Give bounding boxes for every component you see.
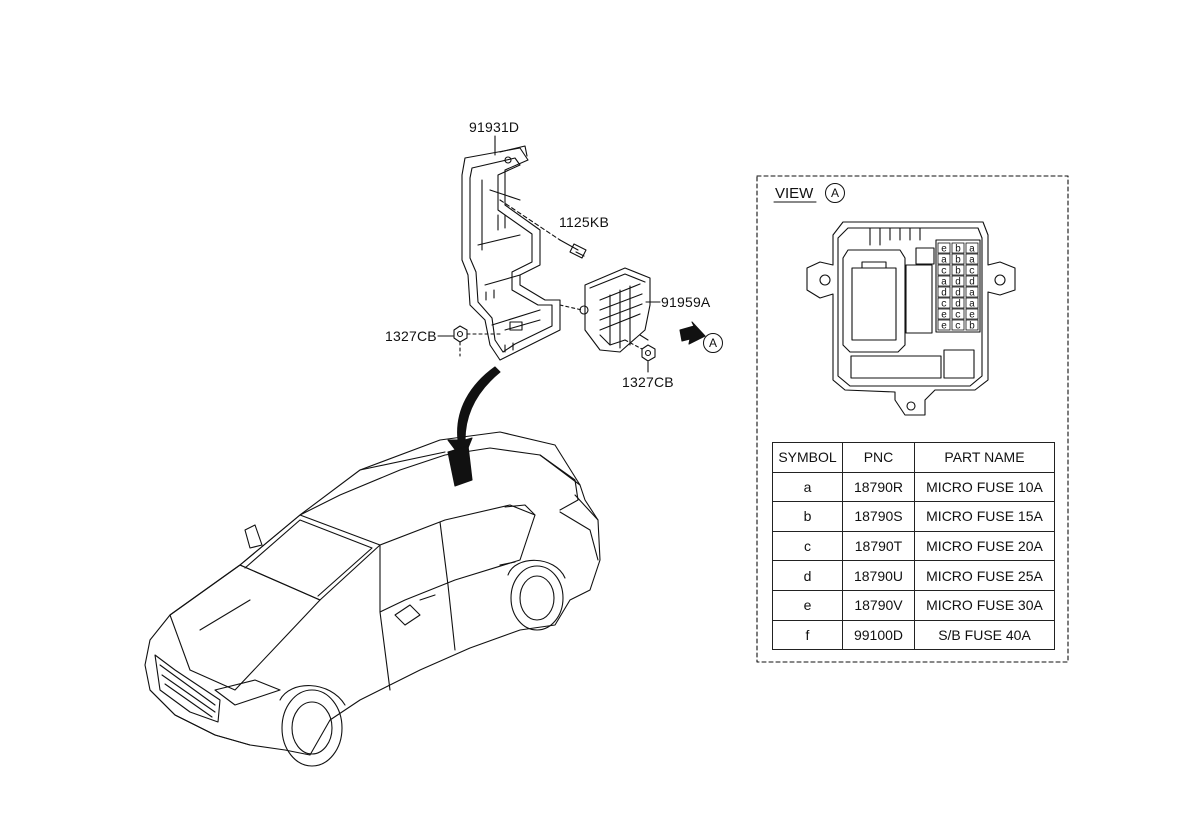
- table-header-row: SYMBOL PNC PART NAME: [772, 442, 1055, 473]
- fuse-letter: d: [955, 288, 961, 300]
- fuse-slot: [937, 297, 951, 309]
- car-illustration: [144, 431, 601, 767]
- callout-nut-right: 1327CB: [622, 374, 674, 390]
- fuse-letter: b: [955, 255, 961, 267]
- fuse-slot: [937, 308, 951, 320]
- fuse-slot: [937, 275, 951, 287]
- fuse-slot: [937, 319, 951, 331]
- cell-part-name: S/B FUSE 40A: [914, 619, 1055, 651]
- fuse-letter: e: [941, 322, 947, 333]
- fuse-letter: a: [969, 256, 975, 267]
- fuse-slot: [937, 286, 951, 298]
- junction-box-front-view: [806, 221, 1016, 416]
- view-title: VIEW: [775, 185, 813, 202]
- cell-part-name: MICRO FUSE 30A: [914, 589, 1055, 621]
- view-box: [756, 175, 1069, 663]
- cell-symbol: f: [772, 619, 843, 651]
- header-pnc: PNC: [842, 442, 915, 473]
- view-ref-circle: A: [825, 183, 845, 203]
- table-row: c 18790T MICRO FUSE 20A: [772, 530, 1055, 562]
- fuse-slot: [951, 264, 965, 276]
- fuse-letter: c: [955, 322, 961, 333]
- fuse-letter: a: [941, 256, 947, 267]
- fuse-slot: [951, 308, 965, 320]
- arrow-ref-circle: A: [703, 333, 723, 353]
- fuse-slot: [965, 297, 979, 309]
- fuse-letter: d: [955, 299, 961, 311]
- header-symbol: SYMBOL: [772, 442, 843, 473]
- fuse-letter: c: [941, 300, 947, 311]
- callout-bracket: 91931D: [469, 119, 520, 135]
- fuse-slot: [965, 275, 979, 287]
- cell-symbol: b: [772, 501, 843, 532]
- callout-bolt: 1125KB: [559, 214, 609, 230]
- view-label: VIEW: [775, 185, 814, 202]
- fuse-letter: e: [969, 311, 975, 322]
- fuse-slot: [965, 308, 979, 320]
- fuse-letter: b: [955, 266, 961, 278]
- view-arrow: [679, 321, 706, 345]
- junction-box: [559, 267, 651, 353]
- fuse-letter: c: [955, 311, 961, 322]
- cell-pnc: 18790V: [842, 589, 915, 621]
- fuse-slot: [937, 264, 951, 276]
- fuse-slot: [951, 275, 965, 287]
- fuse-letter: a: [969, 300, 975, 311]
- fuse-slot: [937, 253, 951, 265]
- fuse-slot: [951, 319, 965, 331]
- fuse-slot: [965, 319, 979, 331]
- fuse-slot: [951, 242, 965, 254]
- cell-symbol: d: [772, 560, 843, 591]
- mounting-bracket: [461, 145, 561, 361]
- fuse-letter: d: [941, 288, 947, 300]
- fuse-slot: [951, 286, 965, 298]
- cell-symbol: a: [772, 471, 843, 503]
- callout-junction-box: 91959A: [661, 294, 711, 310]
- fuse-letter: b: [955, 244, 961, 256]
- cell-part-name: MICRO FUSE 10A: [914, 471, 1055, 503]
- table-row: d 18790U MICRO FUSE 25A: [772, 560, 1055, 591]
- fuse-slot: [937, 242, 951, 254]
- fuse-letter: a: [969, 289, 975, 300]
- fuse-slot: [965, 286, 979, 298]
- location-arrow: [447, 366, 501, 461]
- fuse-letter: a: [969, 245, 975, 256]
- table-row: e 18790V MICRO FUSE 30A: [772, 589, 1055, 621]
- bolt-1125kb: [499, 199, 587, 259]
- fuse-table: SYMBOL PNC PART NAME a 18790R MICRO FUSE…: [772, 442, 1055, 651]
- fuse-slot: [951, 253, 965, 265]
- cell-symbol: e: [772, 589, 843, 621]
- header-part-name: PART NAME: [914, 442, 1055, 473]
- nut-left-1327cb: [453, 325, 501, 357]
- callout-nut-left: 1327CB: [385, 328, 437, 344]
- fuse-letter: d: [955, 277, 961, 289]
- cell-pnc: 99100D: [842, 619, 915, 651]
- cell-part-name: MICRO FUSE 15A: [914, 501, 1055, 532]
- cell-pnc: 18790T: [842, 530, 915, 562]
- fuse-letter: c: [941, 267, 947, 278]
- fuse-slot: [965, 264, 979, 276]
- fuse-letter: d: [969, 277, 975, 289]
- fuse-slot: [951, 297, 965, 309]
- fuse-letter: c: [969, 267, 975, 278]
- cell-symbol: c: [772, 530, 843, 562]
- fuse-letter: a: [941, 278, 947, 289]
- cell-pnc: 18790S: [842, 501, 915, 532]
- cell-pnc: 18790R: [842, 471, 915, 503]
- cell-part-name: MICRO FUSE 25A: [914, 560, 1055, 591]
- fuse-slot: [965, 253, 979, 265]
- nut-right-1327cb: [624, 339, 656, 362]
- fuse-letter: e: [941, 245, 947, 256]
- fuse-letter: b: [969, 321, 975, 333]
- fuse-letter: e: [941, 311, 947, 322]
- cell-pnc: 18790U: [842, 560, 915, 591]
- cell-part-name: MICRO FUSE 20A: [914, 530, 1055, 562]
- table-row: a 18790R MICRO FUSE 10A: [772, 471, 1055, 503]
- fuse-slot: [965, 242, 979, 254]
- table-row: f 99100D S/B FUSE 40A: [772, 619, 1055, 651]
- table-row: b 18790S MICRO FUSE 15A: [772, 501, 1055, 532]
